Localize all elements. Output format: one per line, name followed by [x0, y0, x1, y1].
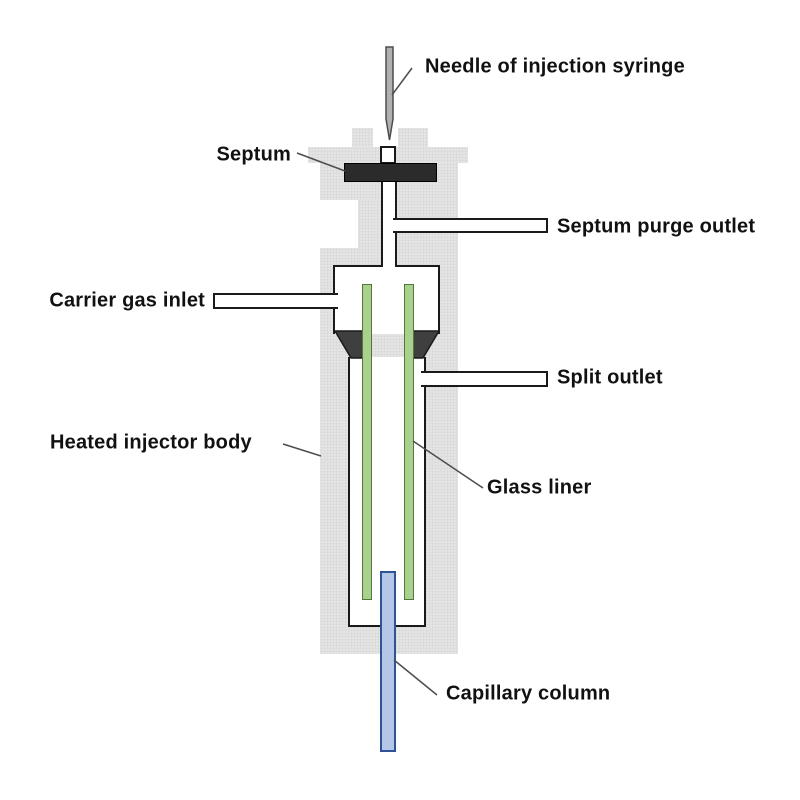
- split-outlet-tube: [421, 371, 548, 387]
- label-glass-liner: Glass liner: [487, 476, 592, 499]
- body-top-block-right: [398, 128, 428, 148]
- capillary-column-tube: [380, 571, 396, 752]
- body-neck-left-strip: [358, 200, 382, 266]
- body-neck-right-block: [395, 200, 458, 266]
- label-capillary-column: Capillary column: [446, 682, 611, 705]
- pointer-line-heated-body: [282, 443, 322, 457]
- carrier-gas-inlet-tube: [213, 293, 338, 309]
- needle-entry-port: [380, 146, 396, 164]
- pointer-line-needle: [391, 67, 413, 96]
- septum-seal: [344, 163, 437, 182]
- septum-purge-tube: [393, 218, 548, 233]
- label-septum-purge: Septum purge outlet: [557, 215, 756, 238]
- glass-liner-wall-right: [404, 284, 414, 600]
- label-heated-body: Heated injector body: [50, 431, 252, 454]
- body-left-shoulder: [320, 248, 358, 266]
- label-carrier-inlet: Carrier gas inlet: [49, 289, 205, 312]
- vaporization-chamber: [333, 265, 440, 334]
- label-needle: Needle of injection syringe: [425, 55, 685, 78]
- label-septum: Septum: [216, 143, 291, 166]
- body-top-block-left: [352, 128, 373, 148]
- syringe-needle: [385, 46, 394, 141]
- label-split-outlet: Split outlet: [557, 366, 663, 389]
- pointer-line-capillary: [393, 659, 438, 696]
- glass-liner-wall-left: [362, 284, 372, 600]
